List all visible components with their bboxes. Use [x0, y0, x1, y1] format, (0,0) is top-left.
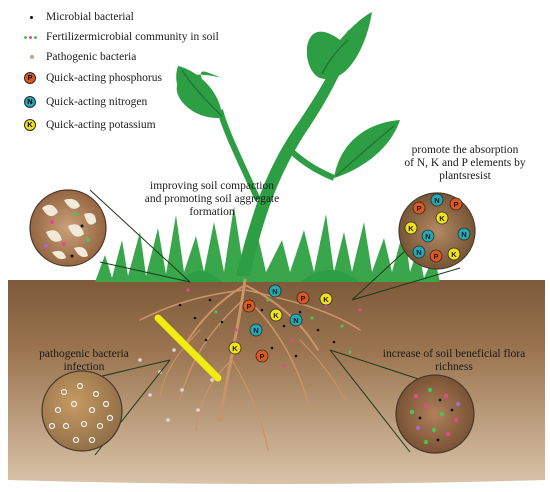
gray-dot-icon: [24, 49, 46, 65]
legend-item-potassium: K Quick-acting potassium: [24, 117, 156, 133]
svg-text:K: K: [451, 250, 457, 259]
phosphorus-badge-icon: P: [24, 70, 46, 86]
svg-text:N: N: [416, 248, 421, 257]
legend-item-microbial: Microbial bacterial: [24, 9, 134, 25]
svg-text:K: K: [273, 311, 279, 320]
svg-text:N: N: [253, 326, 258, 335]
soil-potassium-badge: K: [319, 292, 333, 306]
nutrient-absorption-circle: P N P K K N N N P K: [398, 192, 476, 270]
soil-badges: N P K P K N N K P: [228, 284, 333, 363]
svg-text:N: N: [425, 232, 430, 241]
soil-phosphorus-badge: P: [242, 299, 256, 313]
legend-item-phosphorus: P Quick-acting phosphorus: [24, 70, 162, 86]
black-dot-icon: [24, 9, 46, 25]
potassium-badge-icon: K: [24, 117, 46, 133]
soil-phosphorus-badge: P: [255, 349, 269, 363]
soil-potassium-badge: K: [228, 341, 242, 355]
legend-item-pathogenic: Pathogenic bacteria: [24, 49, 136, 65]
svg-text:N: N: [461, 230, 466, 239]
svg-text:P: P: [416, 204, 421, 213]
note-absorption: promote the absorption of N, K and P ele…: [404, 144, 526, 182]
grass: [95, 206, 440, 282]
note-soil-compaction: improving soil compaction and promoting …: [144, 180, 280, 218]
soil-compaction-circle: [29, 189, 107, 267]
legend-item-nitrogen: N Quick-acting nitrogen: [24, 94, 147, 110]
svg-text:P: P: [453, 200, 458, 209]
svg-text:N: N: [434, 196, 439, 205]
soil-nitrogen-badge: N: [249, 323, 263, 337]
note-flora: increase of soil beneficial flora richne…: [382, 348, 526, 373]
soil-potassium-badge: K: [269, 308, 283, 322]
soil-nitrogen-badge: N: [268, 284, 282, 298]
roots: [139, 278, 361, 451]
svg-text:P: P: [300, 294, 305, 303]
soil-phosphorus-badge: P: [296, 291, 310, 305]
svg-text:N: N: [293, 316, 298, 325]
svg-text:N: N: [272, 287, 277, 296]
nitrogen-badge-icon: N: [24, 94, 46, 110]
svg-text:K: K: [439, 214, 445, 223]
pathogen-barrier: [154, 314, 222, 382]
note-pathogen: pathogenic bacteria infection: [39, 348, 129, 373]
svg-text:P: P: [433, 252, 438, 261]
plant-stem: [236, 30, 356, 276]
svg-text:K: K: [408, 224, 414, 233]
soil-nitrogen-badge: N: [289, 313, 303, 327]
colored-dots-icon: [24, 29, 46, 45]
svg-text:P: P: [246, 302, 251, 311]
beneficial-flora-circle: [395, 374, 475, 454]
top-leaf: [306, 12, 372, 80]
svg-text:K: K: [232, 344, 238, 353]
svg-text:K: K: [323, 295, 329, 304]
svg-text:P: P: [259, 352, 264, 361]
pathogen-infection-circle: [41, 370, 123, 452]
legend-item-fertilizer-community: Fertilizermicrobial community in soil: [24, 29, 219, 45]
